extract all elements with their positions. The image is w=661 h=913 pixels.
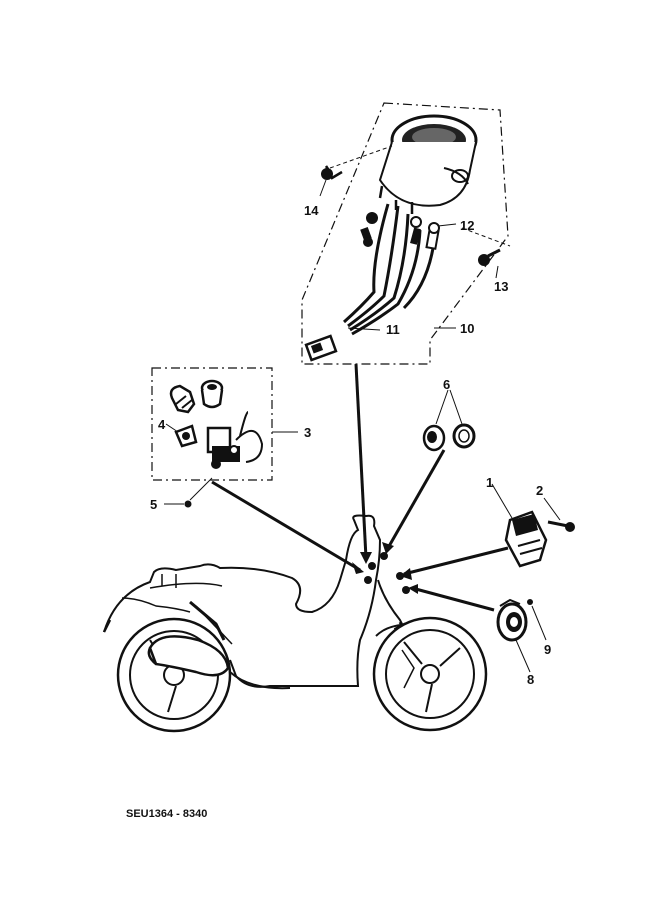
bolt-2 [543,497,575,532]
speedometer-meter [378,114,478,214]
bushings-6 [422,389,476,452]
horn-8 [496,598,531,673]
callout-6: 6 [443,377,450,392]
drawing-code: SEU1364 - 8340 [126,808,207,820]
collar-4 [174,424,198,448]
callout-12: 12 [460,218,474,233]
screw-9 [527,599,547,641]
muffler [147,635,230,677]
wire-harness [304,203,440,362]
callout-10: 10 [460,321,474,336]
front-wheel [372,616,488,732]
callout-13: 13 [494,279,508,294]
regulator-1 [491,483,548,568]
meter-assembly-group [301,102,511,365]
callout-4: 4 [158,417,166,432]
callout-2: 2 [536,483,543,498]
callout-11: 11 [386,322,400,337]
screw-5 [184,500,192,508]
callout-1: 1 [486,475,493,490]
screw-14 [321,165,343,180]
callout-8: 8 [527,672,534,687]
assembly-arrows [211,363,509,612]
switch-body [206,411,264,469]
callout-3: 3 [304,425,311,440]
scooter-outline [102,514,488,733]
key [169,384,196,414]
callout-5: 5 [150,497,157,512]
callout-9: 9 [544,642,551,657]
callout-14: 14 [304,203,319,218]
lock-cap [200,379,224,409]
screw-13 [478,248,501,266]
main-switch-group [151,367,298,508]
